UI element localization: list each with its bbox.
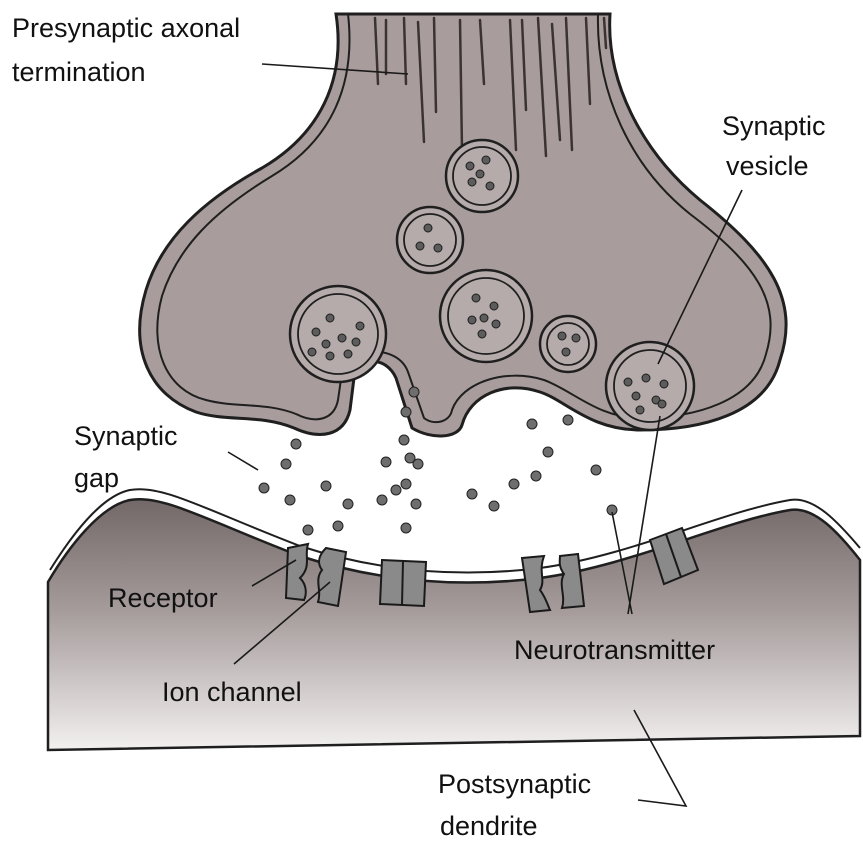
vesicle	[397, 207, 463, 273]
postsynaptic-label-line2: dendrite	[440, 810, 538, 842]
vesicle	[446, 140, 518, 212]
ion-channel-label: Ion channel	[162, 676, 302, 708]
vesicle-label-line2: vesicle	[726, 150, 809, 182]
presynaptic-label-line2: termination	[12, 56, 146, 88]
vesicle	[606, 342, 694, 430]
presynaptic-label-line1: Presynaptic axonal	[12, 12, 240, 44]
neurotransmitter-label: Neurotransmitter	[514, 634, 715, 666]
vesicle	[290, 286, 386, 382]
vesicle	[440, 270, 532, 362]
vesicle	[540, 316, 596, 372]
postsynaptic-label-line1: Postsynaptic	[438, 768, 591, 800]
gap-label-line2: gap	[74, 462, 119, 494]
postsynaptic-dendrite	[48, 489, 860, 750]
receptor	[380, 560, 426, 606]
receptor-label: Receptor	[108, 582, 218, 614]
gap-label-line1: Synaptic	[74, 420, 178, 452]
vesicle-label-line1: Synaptic	[722, 110, 826, 142]
